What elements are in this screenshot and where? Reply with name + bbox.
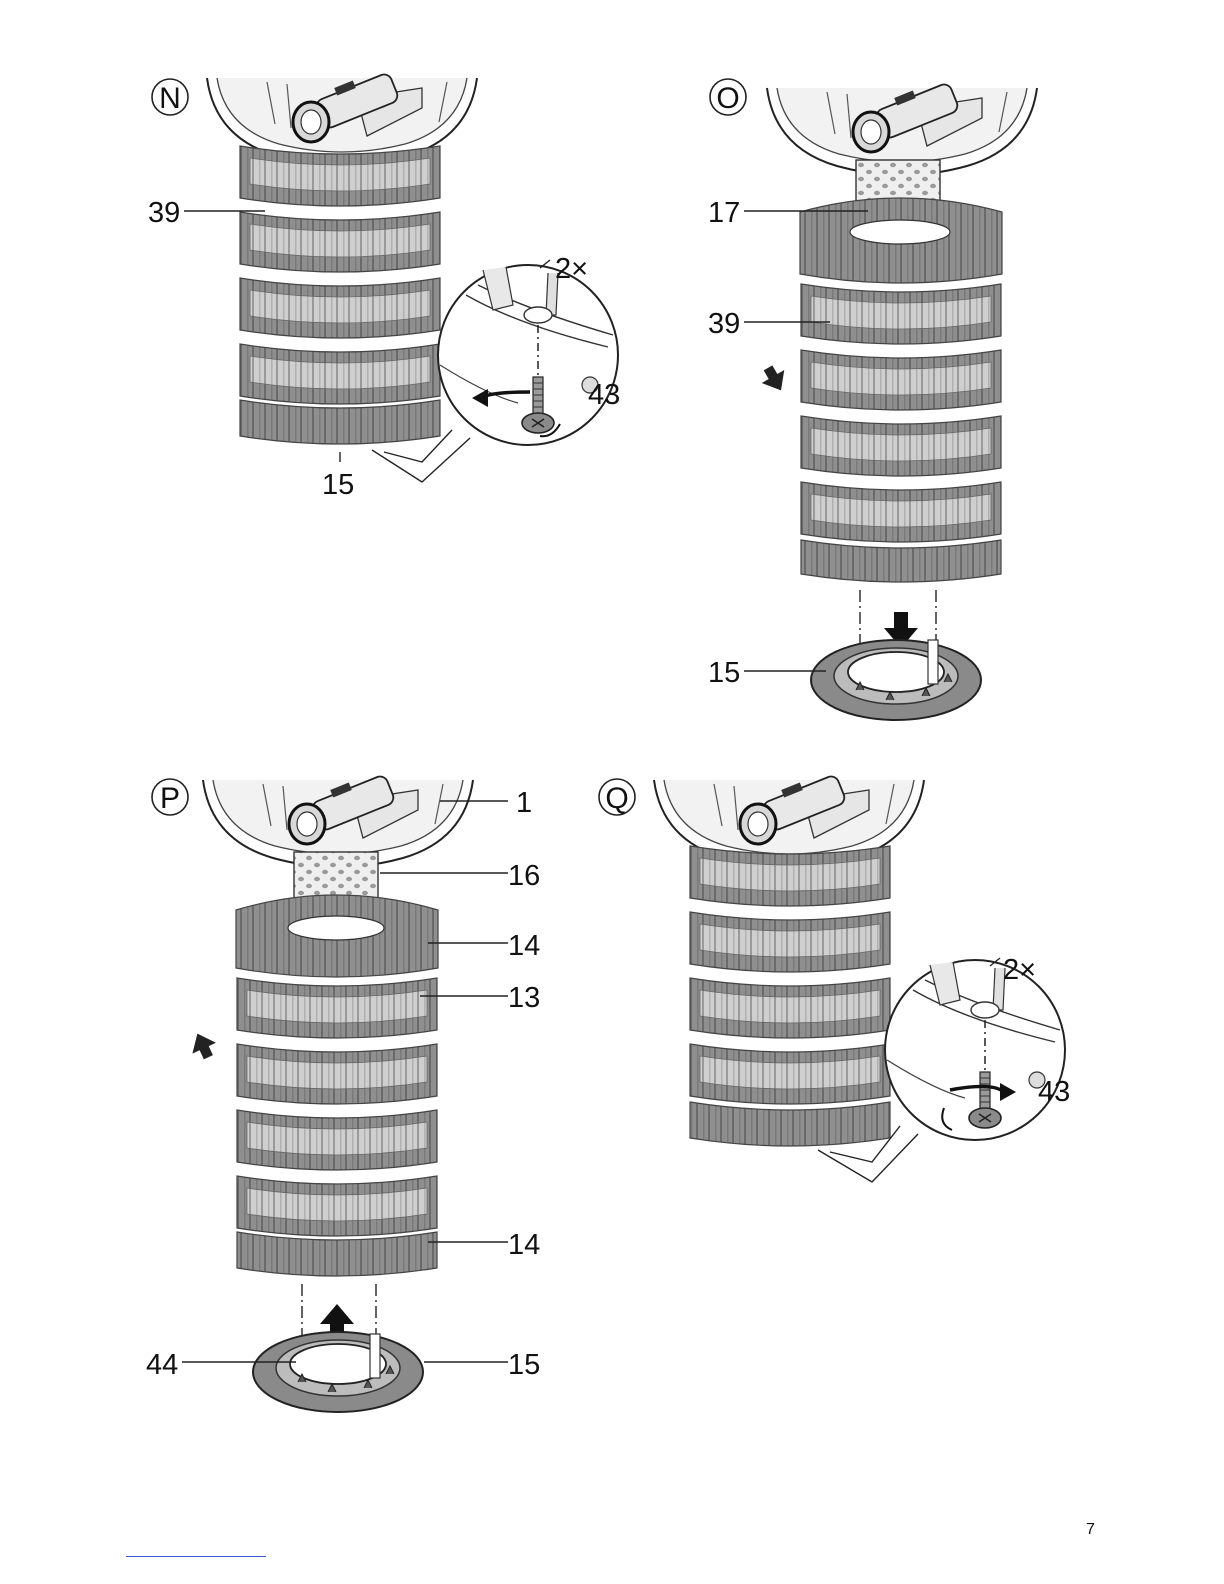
step-letter-p: P xyxy=(160,782,180,815)
label-n-43: 43 xyxy=(588,379,620,411)
step-letter-n: N xyxy=(159,82,181,115)
label-p-15: 15 xyxy=(508,1349,540,1381)
label-p-1: 1 xyxy=(516,787,532,819)
label-n-count: 2× xyxy=(555,253,588,285)
panel-n: N 39 15 2× 43 xyxy=(148,72,620,501)
label-o-15: 15 xyxy=(708,657,740,689)
foam-stack-q xyxy=(690,846,890,1146)
label-p-13: 13 xyxy=(508,982,540,1014)
label-p-14-bottom: 14 xyxy=(508,1229,540,1261)
label-p-44: 44 xyxy=(146,1349,178,1381)
foam-stack-o xyxy=(800,198,1002,582)
label-q-count: 2× xyxy=(1003,954,1036,986)
label-n-39: 39 xyxy=(148,197,180,229)
step-letter-q: Q xyxy=(605,782,628,815)
foam-stack-n xyxy=(240,146,440,444)
label-p-14-top: 14 xyxy=(508,930,540,962)
screw-detail-q xyxy=(885,960,1065,1140)
foam-stack-p xyxy=(236,895,438,1276)
label-o-39: 39 xyxy=(708,308,740,340)
label-q-43: 43 xyxy=(1038,1076,1070,1108)
panel-q: Q 2× 43 xyxy=(599,774,1070,1182)
screw-detail-n xyxy=(438,265,618,445)
step-letter-o: O xyxy=(716,82,739,115)
label-o-17: 17 xyxy=(708,197,740,229)
label-n-15: 15 xyxy=(322,469,354,501)
panel-p: P 1 16 14 13 14 44 15 xyxy=(146,774,540,1412)
page-number: 7 xyxy=(1086,1521,1095,1538)
footer-link-line xyxy=(126,1556,266,1557)
panel-o: O 17 39 15 xyxy=(708,79,1037,720)
label-p-16: 16 xyxy=(508,860,540,892)
